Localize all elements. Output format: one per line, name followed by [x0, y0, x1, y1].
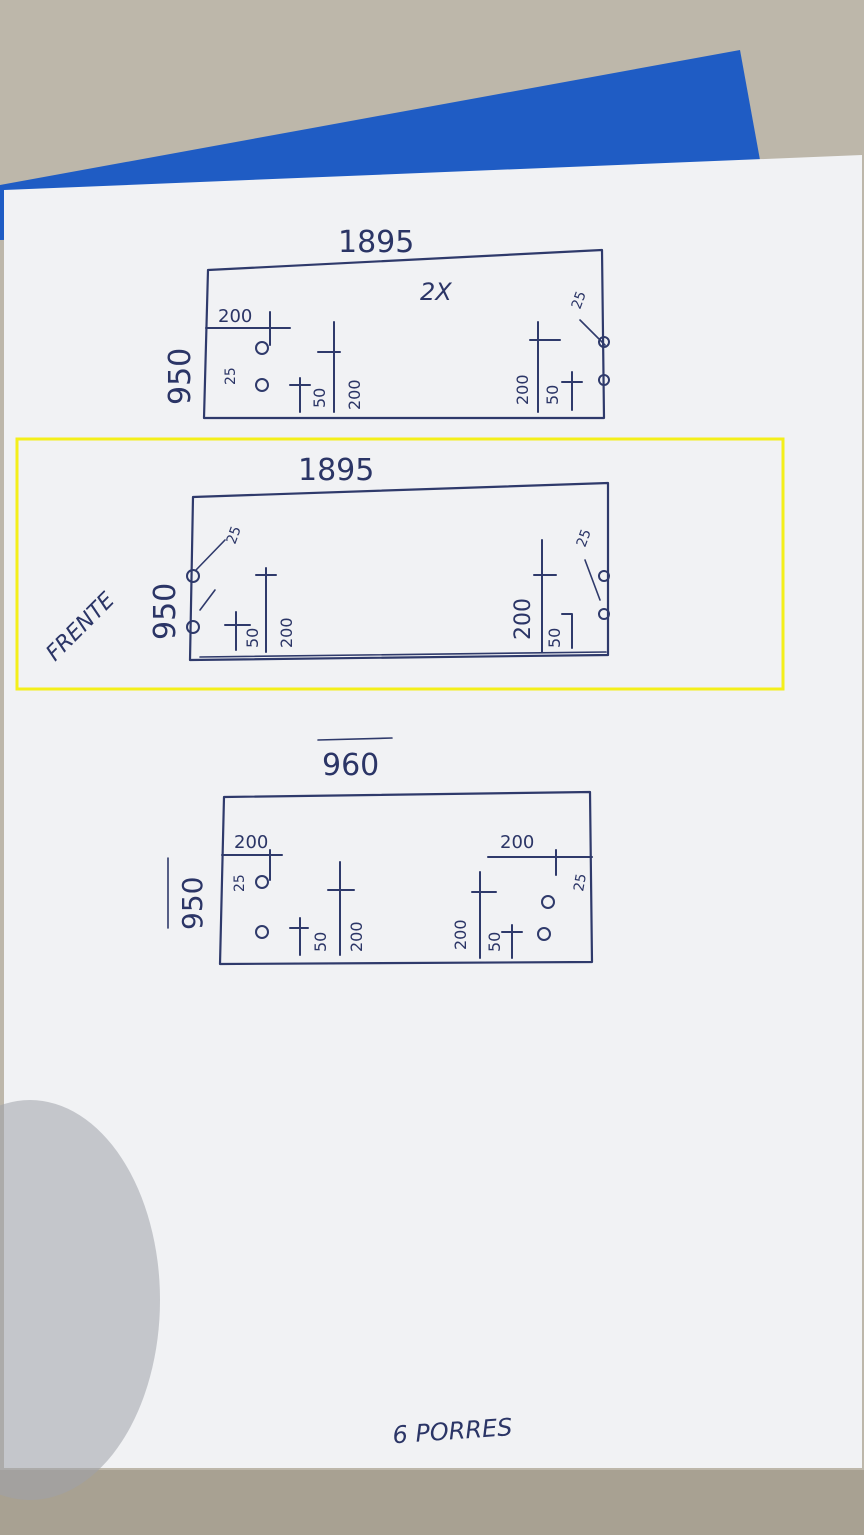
top-left-edge-gap: 25: [223, 367, 239, 385]
top-right-hole-gap: 50: [543, 385, 562, 405]
top-left-offset: 200: [218, 306, 252, 327]
bottom-left-edge-gap: 25: [232, 874, 248, 892]
top-width-label: 1895: [338, 225, 414, 260]
top-right-slot: 200: [513, 374, 532, 405]
top-height-label: 950: [163, 348, 198, 405]
top-quantity-note: 2X: [420, 278, 452, 306]
middle-right-slot: 200: [511, 598, 536, 640]
sketch-top: 1895 950 2X 200 25 50 200 200 50 25: [163, 225, 610, 420]
bottom-width-label: 960: [322, 748, 379, 783]
middle-left-slot: 200: [277, 617, 296, 648]
middle-left-edge-gap: 25: [224, 524, 245, 546]
paper-sheet: [4, 155, 862, 1468]
bottom-right-edge-gap: 25: [571, 872, 590, 892]
hand-shadow: [0, 1100, 160, 1500]
top-left-slot: 200: [345, 379, 364, 410]
bottom-left-slot: 200: [347, 921, 366, 952]
bottom-height-label: 950: [176, 877, 209, 930]
bottom-left-hole-gap: 50: [311, 932, 330, 952]
middle-right-hole-gap: 50: [545, 628, 564, 648]
middle-height-label: 950: [148, 583, 183, 640]
highlight-box: [15, 437, 785, 691]
top-left-hole-gap: 50: [310, 388, 329, 408]
bottom-right-slot: 200: [451, 919, 470, 950]
sketch-bottom: 960 950 200 25 50 200 200 50 200 25: [167, 737, 594, 966]
bottom-right-hole-gap: 50: [485, 932, 504, 952]
middle-left-hole-gap: 50: [243, 628, 262, 648]
bottom-left-offset: 200: [234, 832, 268, 853]
carpet-bottom: [0, 1470, 864, 1535]
bottom-right-offset: 200: [500, 832, 534, 853]
top-right-edge-gap: 25: [569, 289, 590, 311]
middle-width-label: 1895: [298, 453, 374, 488]
middle-right-edge-gap: 25: [574, 527, 595, 549]
